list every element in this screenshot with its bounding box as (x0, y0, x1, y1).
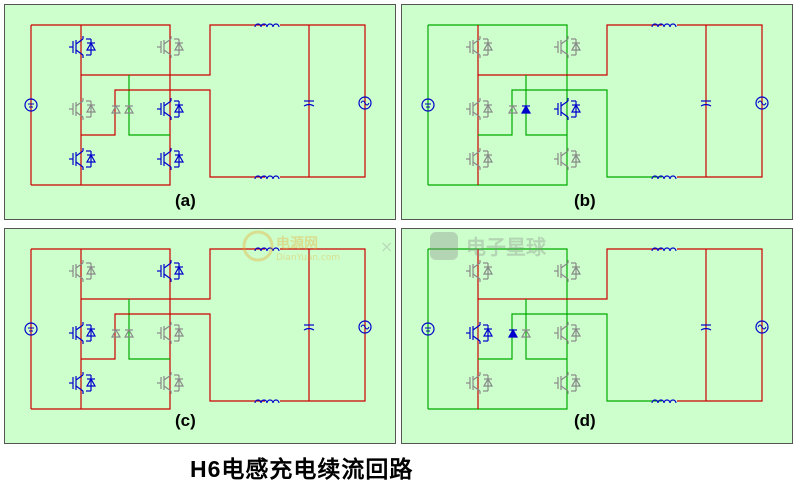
panel-a: (a) (4, 4, 396, 220)
switch-s5 (69, 148, 97, 170)
output-top (478, 248, 662, 300)
switch-s3 (466, 322, 494, 344)
switch-s2 (554, 36, 582, 58)
switch-s4 (157, 98, 185, 120)
dc-source (24, 322, 38, 336)
freewheel-branch (525, 75, 567, 136)
freewheel-branch (525, 299, 567, 360)
switch-s3 (69, 322, 97, 344)
switch-s6 (157, 148, 185, 170)
diode-d1 (110, 328, 122, 338)
panel-label-b: (b) (574, 191, 596, 210)
inductor-bottom (254, 175, 280, 180)
grid-source (358, 320, 372, 334)
inductor-top (651, 23, 677, 28)
diode-d1 (507, 104, 519, 114)
filter-capacitor (700, 100, 712, 107)
switch-s4 (554, 98, 582, 120)
switch-s4 (157, 322, 185, 344)
filter-capacitor (303, 324, 315, 331)
output-loop (677, 24, 763, 178)
dc-bus-loop (31, 24, 171, 186)
circuit-b (421, 23, 769, 186)
panel-label-c: (c) (175, 411, 196, 430)
switch-s4 (554, 322, 582, 344)
inductor-bottom (651, 175, 677, 180)
dc-source (421, 322, 435, 336)
switch-s5 (466, 148, 494, 170)
switch-s1 (466, 36, 494, 58)
diode-d2 (520, 104, 532, 114)
output-top (81, 24, 265, 76)
freewheel-branch (128, 299, 170, 360)
switch-s6 (554, 148, 582, 170)
switch-s2 (157, 36, 185, 58)
switch-s3 (466, 98, 494, 120)
dc-bus-loop (428, 248, 568, 410)
svg-text:×: × (380, 237, 393, 256)
filter-capacitor (303, 100, 315, 107)
circuit-a (24, 23, 372, 186)
grid-source (358, 96, 372, 110)
circuit-c (24, 247, 372, 410)
output-top (81, 248, 265, 300)
switch-s2 (554, 260, 582, 282)
inductor-bottom (254, 399, 280, 404)
switch-s1 (466, 260, 494, 282)
diode-d2 (520, 328, 532, 338)
dc-source (421, 98, 435, 112)
panel-b: (b) (401, 4, 793, 220)
output-bottom (81, 89, 265, 178)
output-bottom (478, 89, 662, 178)
inductor-bottom (651, 399, 677, 404)
inductor-top (651, 247, 677, 252)
dc-bus-loop (428, 24, 568, 186)
inductor-top (254, 23, 280, 28)
grid-source (755, 320, 769, 334)
switch-s3 (69, 98, 97, 120)
watermark: 电源网 DianYuan.com × 电子星球 (240, 228, 570, 264)
output-loop (677, 248, 763, 402)
diode-d1 (110, 104, 122, 114)
output-loop (280, 248, 366, 402)
watermark-logo1-sub: DianYuan.com (276, 253, 340, 263)
freewheel-branch (128, 75, 170, 136)
switch-s1 (69, 260, 97, 282)
diode-d1 (507, 328, 519, 338)
panel-d: (d) (401, 228, 793, 444)
inductor-top (254, 247, 280, 252)
filter-capacitor (700, 324, 712, 331)
output-top (478, 24, 662, 76)
diode-d2 (123, 328, 135, 338)
output-bottom (478, 313, 662, 402)
watermark-logo1: 电源网 (276, 235, 318, 252)
grid-source (755, 96, 769, 110)
watermark-logo2: 电子星球 (466, 235, 547, 259)
switch-s5 (69, 372, 97, 394)
dc-source (24, 98, 38, 112)
switch-s1 (69, 36, 97, 58)
output-loop (280, 24, 366, 178)
diode-d2 (123, 104, 135, 114)
panel-c: (c) (4, 228, 396, 444)
panel-label-d: (d) (574, 411, 596, 430)
circuit-d (421, 247, 769, 410)
switch-s5 (466, 372, 494, 394)
switch-s2 (157, 260, 185, 282)
output-bottom (81, 313, 265, 402)
dc-bus-loop (31, 248, 171, 410)
switch-s6 (157, 372, 185, 394)
panel-label-a: (a) (175, 191, 196, 210)
switch-s6 (554, 372, 582, 394)
figure-caption: H6电感充电续流回路 (190, 456, 414, 482)
